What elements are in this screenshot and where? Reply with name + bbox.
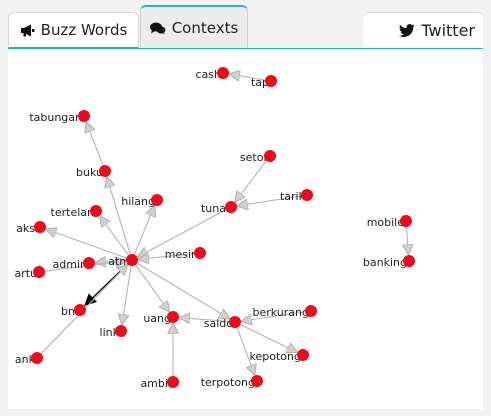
- node-tap[interactable]: [265, 75, 277, 87]
- edge-atm-link: [122, 265, 132, 324]
- node-cash[interactable]: [217, 67, 229, 79]
- node-label-hilang: hilang: [121, 195, 155, 208]
- tab-contexts-label: Contexts: [171, 19, 239, 37]
- node-terpotong[interactable]: [251, 375, 263, 387]
- node-kartu[interactable]: [33, 266, 45, 278]
- node-ambil[interactable]: [167, 376, 179, 388]
- node-tabungan[interactable]: [78, 110, 90, 122]
- node-label-buku: buku: [76, 166, 103, 179]
- node-bni[interactable]: [74, 304, 86, 316]
- node-admin[interactable]: [83, 257, 95, 269]
- edge-tap-cash: [230, 74, 266, 80]
- node-link[interactable]: [115, 325, 127, 337]
- node-bank[interactable]: [31, 352, 43, 364]
- node-label-terpotong: terpotong: [201, 376, 255, 389]
- edge-tarik-tunai: [238, 195, 302, 206]
- node-kepotong[interactable]: [297, 349, 309, 361]
- edge-atm-tertelan: [100, 217, 129, 256]
- edge-saldo-kepotong: [240, 324, 296, 352]
- node-label-mesin: mesin: [165, 248, 198, 261]
- edge-atm-hilang: [133, 206, 154, 255]
- node-label-link: link: [100, 326, 120, 339]
- context-graph[interactable]: cash tap tabungan setor buku tarik hilang tunai…: [8, 49, 483, 409]
- edge-saldo-terpotong: [236, 327, 254, 375]
- node-label-bni: bni: [61, 305, 78, 318]
- edge-tunai-atm: [138, 209, 226, 257]
- node-buku[interactable]: [99, 165, 111, 177]
- megaphone-icon: [20, 24, 35, 37]
- tab-buzz-words-label: Buzz Words: [40, 21, 128, 39]
- node-aksi[interactable]: [34, 221, 46, 233]
- edge-atm-aksi: [47, 229, 127, 259]
- tab-buzz-words[interactable]: Buzz Words: [8, 12, 139, 48]
- tab-underline: [8, 48, 483, 49]
- edge-mobile-banking: [406, 226, 408, 254]
- node-label-bank: ank: [15, 353, 36, 366]
- node-label-mobile: mobile: [367, 216, 405, 229]
- node-label-setor: setor: [240, 151, 269, 164]
- tab-bar: Buzz Words Contexts Twitter: [8, 5, 483, 49]
- node-label-uang: uang: [143, 312, 171, 325]
- edge-saldo-uang: [180, 318, 230, 322]
- tab-contexts[interactable]: Contexts: [140, 5, 248, 49]
- edge-atm-saldo: [136, 262, 229, 318]
- edge-atm-uang: [135, 264, 169, 311]
- node-label-berkurang: berkurang: [253, 306, 310, 319]
- node-label-admin: admin: [53, 258, 87, 271]
- node-label-atm: atm: [108, 255, 130, 268]
- node-banking[interactable]: [403, 255, 415, 267]
- node-label-kartu: artu: [14, 267, 37, 280]
- node-tertelan[interactable]: [90, 205, 102, 217]
- node-saldo[interactable]: [229, 316, 241, 328]
- node-label-tarik: tarik: [280, 190, 306, 203]
- node-label-tunai: tunai: [201, 202, 229, 215]
- twitter-bird-icon: [399, 24, 415, 37]
- node-berkurang[interactable]: [305, 305, 317, 317]
- node-label-kepotong: kepotong: [250, 350, 301, 363]
- node-tunai[interactable]: [225, 201, 237, 213]
- node-label-saldo: saldo: [204, 317, 234, 330]
- edge-setor-tunai: [235, 160, 267, 202]
- node-label-aksi: aksi: [16, 222, 38, 235]
- edge-atm-buku: [107, 178, 131, 255]
- edge-berkurang-saldo: [242, 311, 306, 321]
- edge-buku-tabungan: [86, 123, 104, 166]
- node-label-tabungan: tabungan: [29, 111, 82, 124]
- tab-twitter-label: Twitter: [421, 21, 475, 40]
- node-tarik[interactable]: [301, 189, 313, 201]
- node-label-cash: cash: [196, 68, 222, 81]
- node-label-banking: banking: [363, 256, 407, 269]
- comments-icon: [149, 22, 166, 35]
- node-label-ambil: ambil: [140, 377, 171, 390]
- node-mesin[interactable]: [194, 247, 206, 259]
- node-label-tap: tap: [251, 76, 269, 89]
- tab-twitter[interactable]: Twitter: [363, 12, 483, 48]
- node-mobile[interactable]: [400, 215, 412, 227]
- node-atm[interactable]: [126, 254, 138, 266]
- node-label-tertelan: tertelan: [51, 206, 94, 219]
- edge-mesin-atm: [139, 254, 195, 260]
- node-setor[interactable]: [264, 150, 276, 162]
- node-uang[interactable]: [167, 311, 179, 323]
- node-hilang[interactable]: [151, 194, 163, 206]
- contexts-graph-panel: cash tap tabungan setor buku tarik hilang tunai…: [8, 49, 483, 409]
